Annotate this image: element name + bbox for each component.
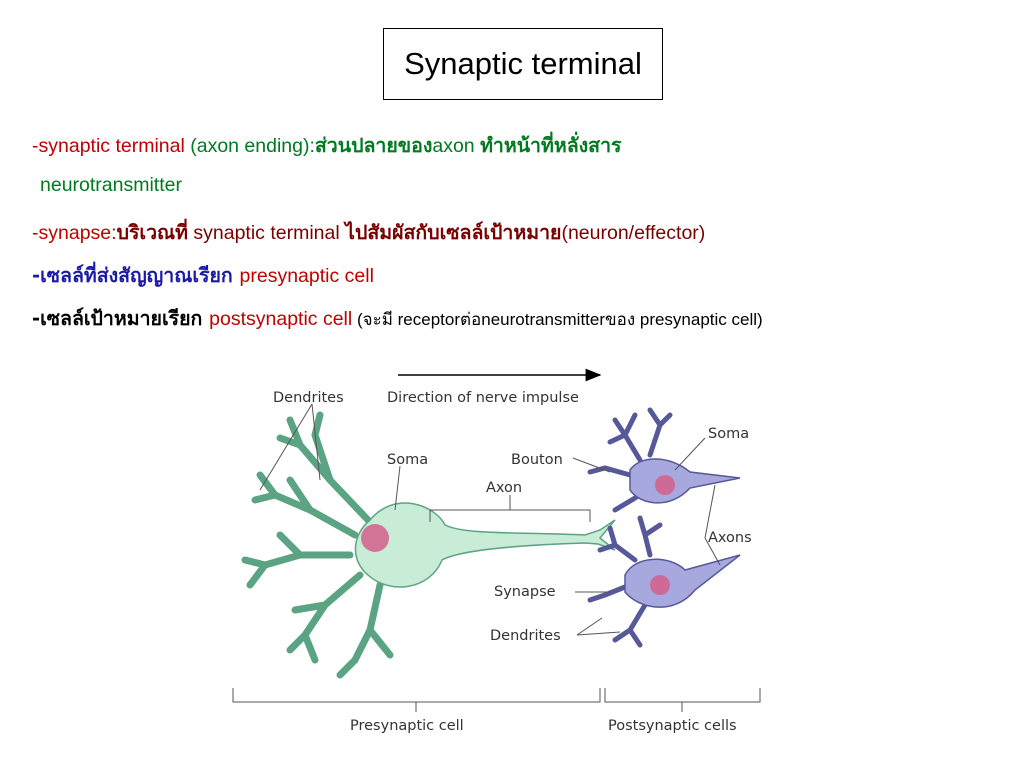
presynaptic-nucleus <box>361 524 389 552</box>
label-postsynaptic-cells: Postsynaptic cells <box>608 718 737 734</box>
text-line-4: -เซลล์เป้าหมายเรียก postsynaptic cell (จ… <box>32 303 763 334</box>
text-line-1b: neurotransmitter <box>40 174 182 197</box>
label-soma-post: Soma <box>708 426 749 442</box>
term-synapse: synapse: <box>38 222 117 244</box>
label-synapse: Synapse <box>494 584 556 600</box>
term-postsynaptic-cell: postsynaptic cell <box>209 308 353 330</box>
thai-text: บริเวณที่ <box>116 221 188 244</box>
label-dendrites-post: Dendrites <box>490 628 561 644</box>
presynaptic-dendrites <box>241 411 394 679</box>
label-direction: Direction of nerve impulse <box>387 390 579 406</box>
axon-text: axon <box>432 135 481 157</box>
thai-text: ทำหน้าที่หลั่งสาร <box>480 134 622 157</box>
neuron-effector-text: (neuron/effector) <box>561 222 706 244</box>
synaptic-terminal-text: synaptic terminal <box>187 222 346 244</box>
text-line-3: -เซลล์ที่ส่งสัญญาณเรียก presynaptic cell <box>32 260 374 291</box>
postsynaptic-neuron-1 <box>587 407 741 513</box>
axon-bracket <box>429 509 591 522</box>
label-presynaptic-cell: Presynaptic cell <box>350 718 464 734</box>
neuron-diagram: Direction of nerve impulse <box>232 368 761 734</box>
thai-text: -เซลล์ที่ส่งสัญญาณเรียก <box>32 264 240 287</box>
label-dendrites-pre: Dendrites <box>273 390 344 406</box>
neurotransmitter-text: neurotransmitter <box>40 174 182 196</box>
presynaptic-bracket <box>232 688 601 703</box>
label-axon: Axon <box>486 480 522 496</box>
label-soma-pre: Soma <box>387 452 428 468</box>
dash: - <box>32 222 39 244</box>
label-bouton: Bouton <box>511 452 563 468</box>
dash: - <box>32 135 39 157</box>
text-line-2: -synapse:บริเวณที่ synaptic terminal ไปส… <box>32 217 705 248</box>
leader-lines <box>259 403 721 636</box>
thai-text: ส่วนปลายของ <box>314 134 433 157</box>
label-axons: Axons <box>708 530 752 546</box>
postsynaptic-neuron-2 <box>587 515 741 648</box>
presynaptic-soma-axon <box>354 502 616 588</box>
slide-title: Synaptic terminal <box>383 28 663 100</box>
thai-text: -เซลล์เป้าหมายเรียก <box>32 307 210 330</box>
receptor-note: (จะมี receptorต่อneurotransmitterของ pre… <box>352 310 763 329</box>
postsynaptic-bracket <box>604 688 761 703</box>
term-presynaptic-cell: presynaptic cell <box>239 265 374 287</box>
paren-axon-ending: (axon ending): <box>184 135 315 157</box>
text-line-1: -synaptic terminal (axon ending):ส่วนปลา… <box>32 130 622 161</box>
thai-text: ไปสัมผัสกับเซลล์เป้าหมาย <box>345 221 562 244</box>
term-synaptic-terminal: synaptic terminal <box>38 135 185 157</box>
